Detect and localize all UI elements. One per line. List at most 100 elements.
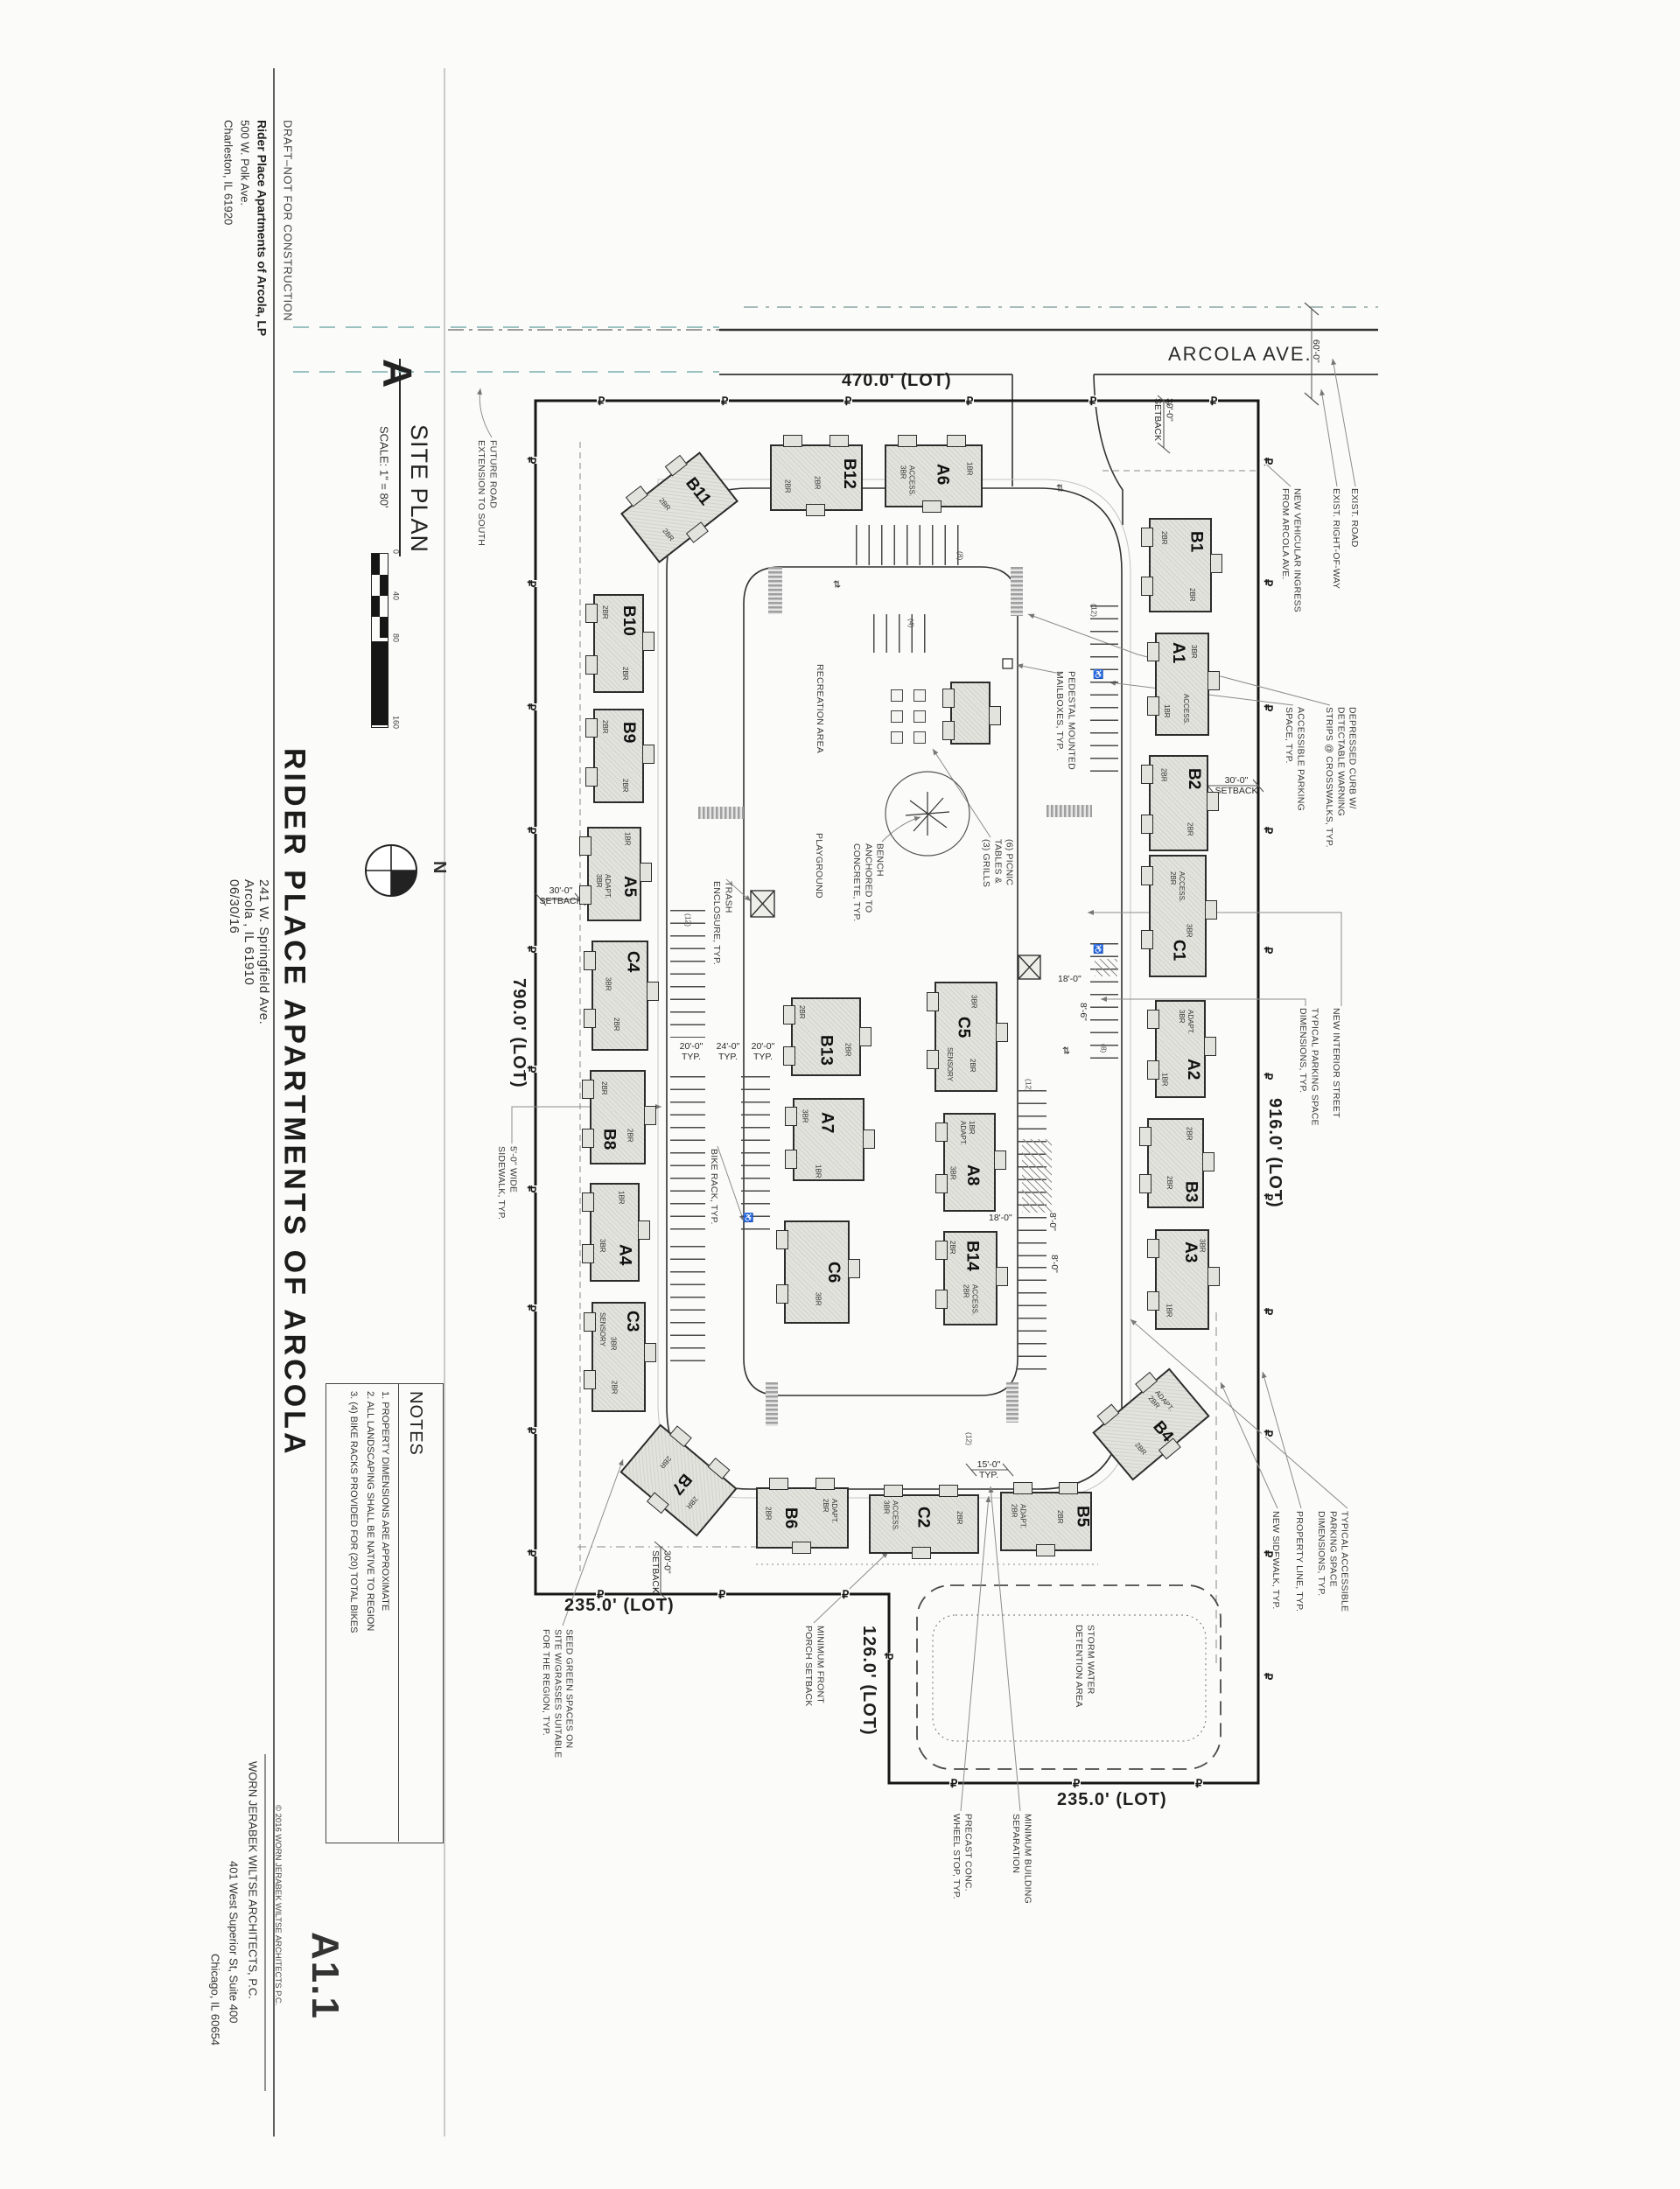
annotation: STORM WATER DETENTION AREA <box>1074 1625 1096 1708</box>
building-porch <box>640 862 652 882</box>
parking-ticks <box>856 525 966 565</box>
copyright: © 2016 WORN JERABEK WILTSE ARCHITECTS P.… <box>272 1805 283 2006</box>
parking-ticks <box>670 1076 705 1237</box>
building-porch <box>989 705 1001 725</box>
building-porch <box>783 1005 795 1025</box>
view-name: SITE PLAN <box>405 424 432 554</box>
building-unit-label: 3BR <box>801 1109 809 1123</box>
parking-stall-count: (12) <box>1024 1079 1033 1093</box>
traffic-direction-icon: ⇄ <box>831 580 842 589</box>
building-porch <box>585 766 598 787</box>
property-corner-mark: ₽ <box>1072 1777 1082 1790</box>
annotation: (6) PICNIC TABLES & (3) GRILLS <box>981 839 1015 888</box>
scale-bar-tick-label: 160 <box>391 716 401 730</box>
building-unit-label: ACCESS. 2BR <box>1168 871 1186 902</box>
building-unit-label: 2BR <box>658 1454 673 1471</box>
annotation: BENCH ANCHORED TO CONCRETE, TYP. <box>851 843 886 922</box>
building-unit-label: ACCESS. <box>1181 694 1190 725</box>
property-corner-mark: ₽ <box>1262 704 1275 712</box>
street-label: ARCOLA AVE. <box>1168 343 1312 365</box>
building-porch <box>776 1283 788 1304</box>
building-porch <box>584 1312 596 1332</box>
note-1: 1. PROPERTY DIMENSIONS ARE APPROXIMATE <box>379 1391 390 1612</box>
building-unit-label: 3BR <box>814 1292 822 1306</box>
dimension-label: 470.0' (LOT) <box>842 371 952 390</box>
building-id-label: C2 <box>914 1507 933 1528</box>
building-porch <box>1141 815 1153 834</box>
building-unit-label: 2BR <box>1187 587 1196 602</box>
building-porch <box>859 1027 872 1047</box>
building-unit-label: 2BR <box>599 1081 608 1095</box>
annotation: SEED GREEN SPACES ON SITE W/GRASSES SUIT… <box>541 1629 575 1759</box>
view-letter: A <box>374 359 421 388</box>
building-id-label: C5 <box>954 1016 973 1039</box>
dimension-label: 8'-6" <box>1078 1003 1089 1021</box>
building-porch <box>1208 671 1220 691</box>
building-porch <box>884 1485 904 1497</box>
annotation: PLAYGROUND <box>814 833 825 899</box>
scale-bar <box>371 553 388 728</box>
building-unit-label: 3BR <box>1185 924 1194 938</box>
project-date: 06/30/16 <box>226 879 242 934</box>
north-label: N <box>430 861 449 874</box>
dimension-label: 20'-0" TYP. <box>751 1041 775 1063</box>
building-porch <box>582 1079 594 1099</box>
building-porch <box>994 1150 1006 1170</box>
building-unit-label: 1BR <box>814 1164 822 1178</box>
project-address-street: 241 W. Springfield Ave. <box>256 879 271 1025</box>
building-id-label: A6 <box>933 464 952 486</box>
building-porch <box>935 1240 948 1260</box>
property-corner-mark: ₽ <box>525 827 538 835</box>
property-corner-mark: ₽ <box>1262 1430 1275 1437</box>
building-id-label: A2 <box>1183 1058 1202 1081</box>
property-corner-mark: ₽ <box>1262 579 1275 587</box>
building-unit-label: 2BR <box>955 1511 963 1525</box>
building-porch <box>785 1106 797 1126</box>
building-unit-label: 2BR <box>1132 1440 1148 1457</box>
property-corner-mark: ₽ <box>1262 458 1275 465</box>
project-title: RIDER PLACE APARTMENTS OF ARCOLA <box>277 748 312 1458</box>
building-unit-label: ACCESS. 3BR <box>899 465 916 496</box>
crosswalk <box>1011 567 1023 616</box>
dimension-label: 235.0' (LOT) <box>1057 1790 1167 1809</box>
building-porch <box>1141 764 1153 784</box>
annotation: TYPICAL PARKING SPACE DIMENSIONS, TYP. <box>1298 1008 1320 1126</box>
dimension-label: 235.0' (LOT) <box>564 1596 675 1615</box>
property-corner-mark: ₽ <box>525 1549 538 1557</box>
dimension-label: 18'-0" <box>989 1213 1012 1223</box>
parking-ticks <box>670 1246 705 1368</box>
annotation: EXIST. RIGHT-OF-WAY <box>1331 488 1342 590</box>
scale-bar-tick-label: 0 <box>391 549 401 555</box>
building-unit-label: ACCESS. 2BR <box>962 1284 979 1316</box>
dimension-label: 60'-0" <box>1311 339 1322 363</box>
building-unit-label: ADAPT. 3BR <box>1178 1009 1195 1034</box>
building-unit-label: 1BR ADAPT. <box>959 1120 976 1145</box>
architect-name: WORN JERABEK WILTSE ARCHITECTS, P.C. <box>246 1761 260 1999</box>
mailbox-icon <box>1002 658 1013 669</box>
parking-stall-count: (12) <box>964 1432 974 1446</box>
building-unit-label: 2BR <box>600 605 609 619</box>
dimension-label: 24'-0" TYP. <box>716 1041 740 1063</box>
building-id-label: B6 <box>781 1507 801 1529</box>
building-id-label: A5 <box>620 876 639 898</box>
dimension-label: 30'-0" SETBACK <box>1214 775 1258 797</box>
owner-city: Charleston, IL 61920 <box>221 120 235 226</box>
annotation: ACCESSIBLE PARKING SPACE, TYP. <box>1284 707 1306 811</box>
building-unit-label: 2BR <box>626 1128 634 1143</box>
note-2: 2. ALL LANDSCAPING SHALL BE NATIVE TO RE… <box>364 1391 375 1632</box>
building-porch <box>776 1230 788 1250</box>
dimension-label: 18'-0" <box>1058 974 1082 984</box>
annotation: FUTURE ROAD EXTENSION TO SOUTH <box>476 440 499 547</box>
building-porch <box>942 688 955 708</box>
dimension-label: 8'-0" <box>1047 1213 1059 1231</box>
building-unit-label: 2BR <box>612 1017 620 1032</box>
accessible-aisle-hatch <box>1095 959 1117 976</box>
storm-water-detention-outline <box>916 1584 1222 1770</box>
building-porch <box>1147 1239 1159 1259</box>
